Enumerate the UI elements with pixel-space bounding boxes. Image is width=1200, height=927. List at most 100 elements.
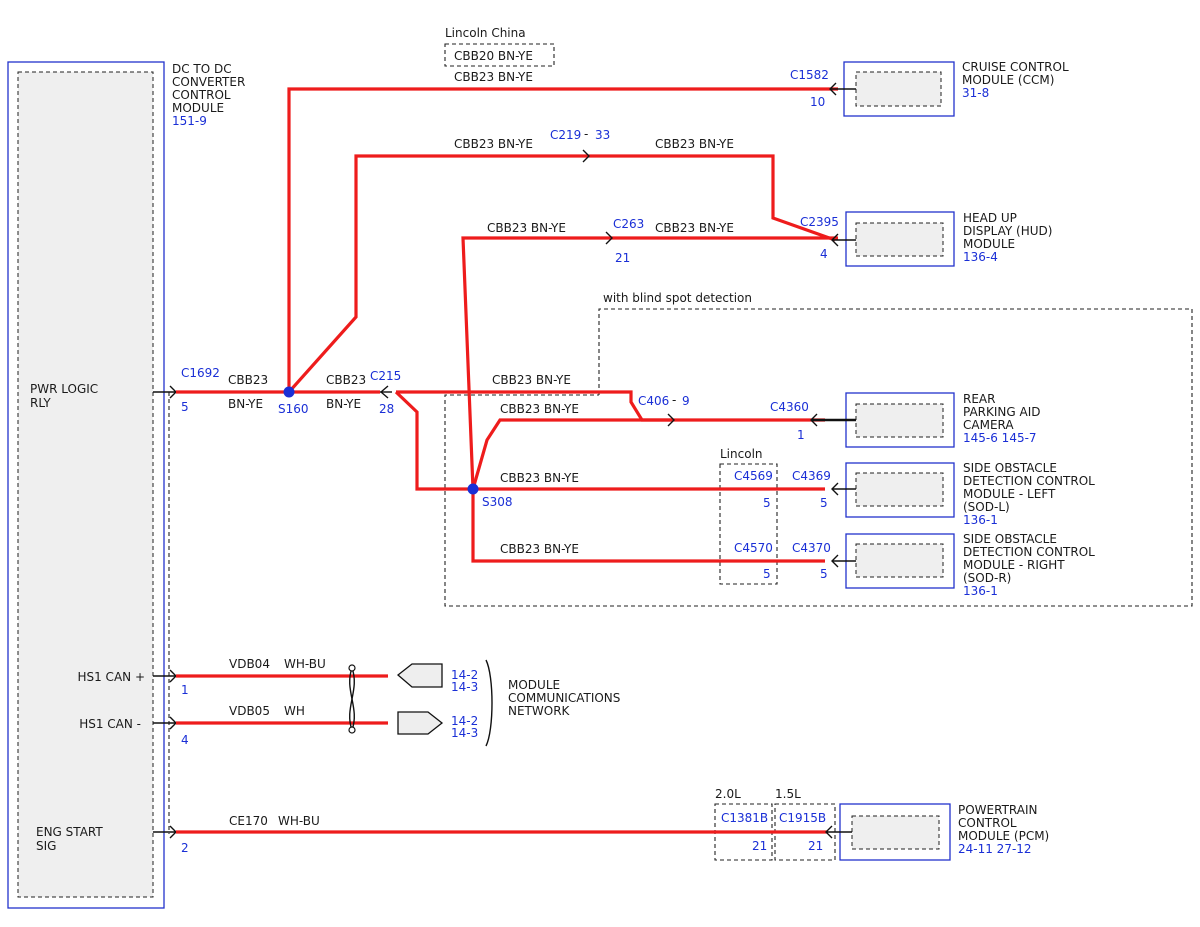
option-blind-spot: with blind spot detection [603,291,752,305]
hud-name-3: MODULE [963,237,1015,251]
sodl-module[interactable] [831,462,955,518]
option-box-lincoln-china [444,43,555,67]
network-ref-b-2[interactable]: 14-3 [451,726,478,740]
pcm-module[interactable] [825,803,951,861]
wire-label-wh: WH [284,704,305,718]
connector-c1915b[interactable]: C1915B [779,811,826,825]
dcdc-name-3: CONTROL [172,88,231,102]
inline-connector-arrows [379,149,675,427]
connector-hs1-minus-pin: 4 [181,733,189,747]
connector-c215[interactable]: C215 [370,369,401,383]
wire-cbb23-sodr [471,489,825,563]
connector-hs1-plus-pin: 1 [181,683,189,697]
connector-c4570[interactable]: C4570 [734,541,773,555]
camera-name-1: REAR [963,392,995,406]
pin-label-hs1-can-minus: HS1 CAN - [79,717,141,731]
network-label-1: MODULE [508,678,560,692]
hud-module[interactable] [831,211,955,267]
option-box-blind-spot [444,308,1193,607]
camera-name-3: CAMERA [963,418,1014,432]
ccm-name-1: CRUISE CONTROL [962,60,1069,74]
dcdc-name-2: CONVERTER [172,75,245,89]
connector-c219-pin: 33 [595,128,610,142]
connector-c4570-pin: 5 [763,567,771,581]
ccm-module[interactable] [829,61,955,117]
dcdc-name-1: DC TO DC [172,62,232,76]
connector-c1381b[interactable]: C1381B [721,811,768,825]
connector-c4569-pin: 5 [763,496,771,510]
connector-c4369[interactable]: C4369 [792,469,831,483]
connector-c406-sep: - [672,393,676,407]
sodr-module[interactable] [831,533,955,589]
sodr-name-4: (SOD-R) [963,571,1011,585]
sodl-name-4: (SOD-L) [963,500,1010,514]
dcdc-ref[interactable]: 151-9 [172,114,207,128]
wire-label-camera: CBB23 BN-YE [500,402,579,416]
sodl-name-3: MODULE - LEFT [963,487,1056,501]
wire-label-cbb20: CBB20 BN-YE [454,49,533,63]
connector-c406[interactable]: C406 [638,394,669,408]
connector-c1381b-pin: 21 [752,839,767,853]
wire-cbb23-c406-camera [396,390,825,422]
sodr-name-2: DETECTION CONTROL [963,545,1095,559]
pin-label-pwr-logic-2: RLY [30,396,51,410]
wire-label-ccm: CBB23 BN-YE [454,70,533,84]
wire-cbb23-c215-s308-sodl [394,390,825,491]
wire-label-vdb05: VDB05 [229,704,270,718]
connector-c4569[interactable]: C4569 [734,469,773,483]
ccm-ref[interactable]: 31-8 [962,86,989,100]
sodl-ref[interactable]: 136-1 [963,513,998,527]
pin-label-eng-start-1: ENG START [36,825,103,839]
dcdc-module[interactable] [7,61,170,909]
hud-name-2: DISPLAY (HUD) [963,224,1052,238]
connector-c2395-pin: 4 [820,247,828,261]
sodr-ref[interactable]: 136-1 [963,584,998,598]
camera-ref[interactable]: 145-6 145-7 [963,431,1037,445]
wires [176,87,838,834]
pin-label-eng-start-2: SIG [36,839,56,853]
connector-c4360-pin: 1 [797,428,805,442]
wire-cbb23-ccm [287,87,838,392]
pin-label-hs1-can-plus: HS1 CAN + [77,670,145,684]
connector-c1582[interactable]: C1582 [790,68,829,82]
sodl-name-2: DETECTION CONTROL [963,474,1095,488]
connector-c263[interactable]: C263 [613,217,644,231]
option-box-lincoln [719,463,778,585]
splice-s308[interactable]: S308 [482,495,513,509]
wire-cbb23-s308-c406 [471,418,672,490]
connector-c4360[interactable]: C4360 [770,400,809,414]
wire-label-bnye-a: BN-YE [228,397,263,411]
connector-c215-pin: 28 [379,402,394,416]
wire-cbb23-c263-hud [461,236,838,490]
hud-name-1: HEAD UP [963,211,1017,225]
wire-label-ce170: CE170 [229,814,268,828]
wire-label-c263-right: CBB23 BN-YE [655,221,734,235]
connector-c1692[interactable]: C1692 [181,366,220,380]
wire-label-c219-left: CBB23 BN-YE [454,137,533,151]
connector-c2395[interactable]: C2395 [800,215,839,229]
network-ref-b-1[interactable]: 14-3 [451,680,478,694]
network-connector-icons [396,659,493,747]
pcm-name-1: POWERTRAIN [958,803,1038,817]
splice-s160-dot[interactable] [283,386,295,398]
connector-c219-sep: - [584,127,588,141]
connector-c4370[interactable]: C4370 [792,541,831,555]
network-label-3: NETWORK [508,704,571,718]
wire-label-whbu2: WH-BU [278,814,320,828]
network-ref-a-1[interactable]: 14-2 [451,668,478,682]
connector-c406-pin: 9 [682,394,690,408]
option-lincoln: Lincoln [720,447,763,461]
connector-c219[interactable]: C219 [550,128,581,142]
hud-ref[interactable]: 136-4 [963,250,998,264]
splice-s308-dot[interactable] [467,483,479,495]
network-ref-a-2[interactable]: 14-2 [451,714,478,728]
splice-s160[interactable]: S160 [278,402,309,416]
wire-label-sodr: CBB23 BN-YE [500,542,579,556]
wire-label-c219-right: CBB23 BN-YE [655,137,734,151]
pcm-ref[interactable]: 24-11 27-12 [958,842,1032,856]
sodr-name-3: MODULE - RIGHT [963,558,1065,572]
camera-module[interactable] [810,392,955,448]
wire-cbb23-c219-hud [287,154,836,394]
